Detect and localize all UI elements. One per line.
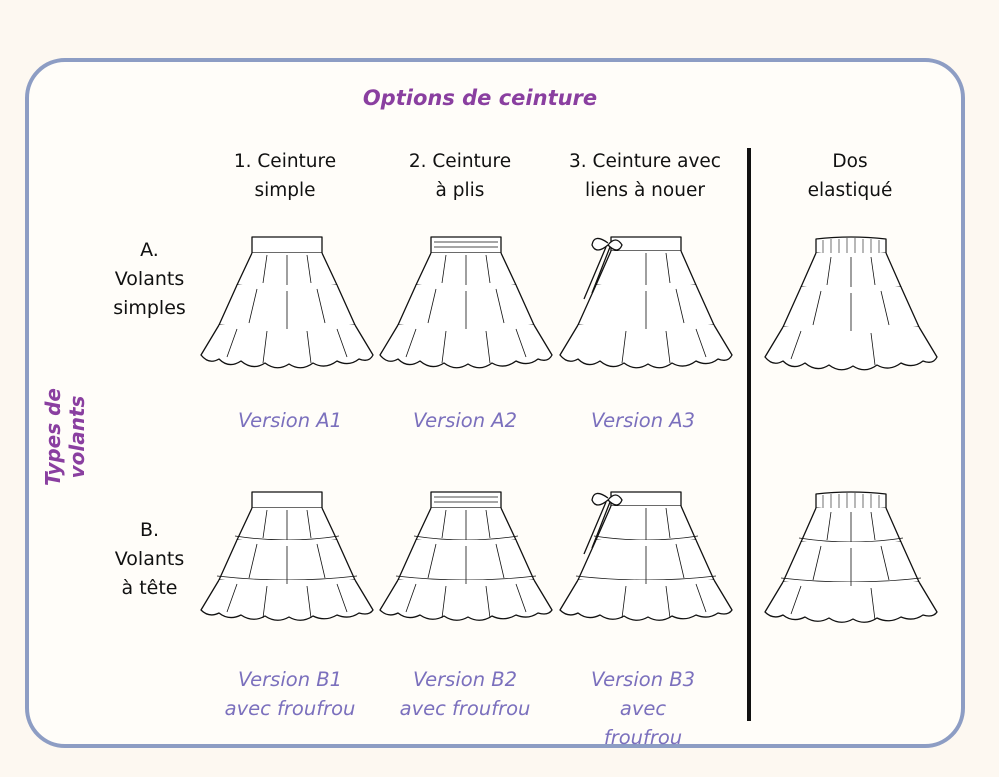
- column-header-elastic-back: Dos elastiqué: [807, 151, 893, 201]
- column-header-pleated-waistband: 2. Ceinture à plis: [408, 151, 512, 201]
- row-header-simple-ruffles: A. Volants simples: [113, 239, 186, 319]
- skirt-a1-illustration: [200, 236, 374, 369]
- ruffle-types-title: Types de volants: [41, 388, 89, 486]
- skirt-b3-illustration: [559, 491, 733, 621]
- row-header-headed-ruffles: B. Volants à tête: [114, 519, 185, 599]
- column-header-tie-waistband: 3. Ceinture avec liens à nouer: [569, 151, 721, 201]
- version-a2-label: Version A2: [412, 409, 518, 432]
- skirt-elastic-a-illustration: [764, 236, 938, 371]
- version-b2-label: Version B2 avec froufrou: [399, 668, 531, 720]
- waistband-options-title: Options de ceinture: [362, 86, 598, 110]
- version-a1-label: Version A1: [237, 409, 343, 432]
- skirt-a3-illustration: [559, 236, 733, 369]
- version-a3-label: Version A3: [590, 409, 696, 432]
- vertical-divider: [747, 148, 751, 721]
- skirt-b1-illustration: [200, 491, 374, 621]
- column-header-simple-waistband: 1. Ceinture simple: [233, 151, 337, 201]
- frame-card: [25, 58, 965, 748]
- skirt-b2-illustration: [379, 491, 553, 621]
- skirt-a2-illustration: [379, 236, 553, 369]
- skirt-elastic-b-illustration: [764, 491, 938, 623]
- version-b3-label: Version B3 avec froufrou: [590, 668, 696, 749]
- version-b1-label: Version B1 avec froufrou: [224, 668, 356, 720]
